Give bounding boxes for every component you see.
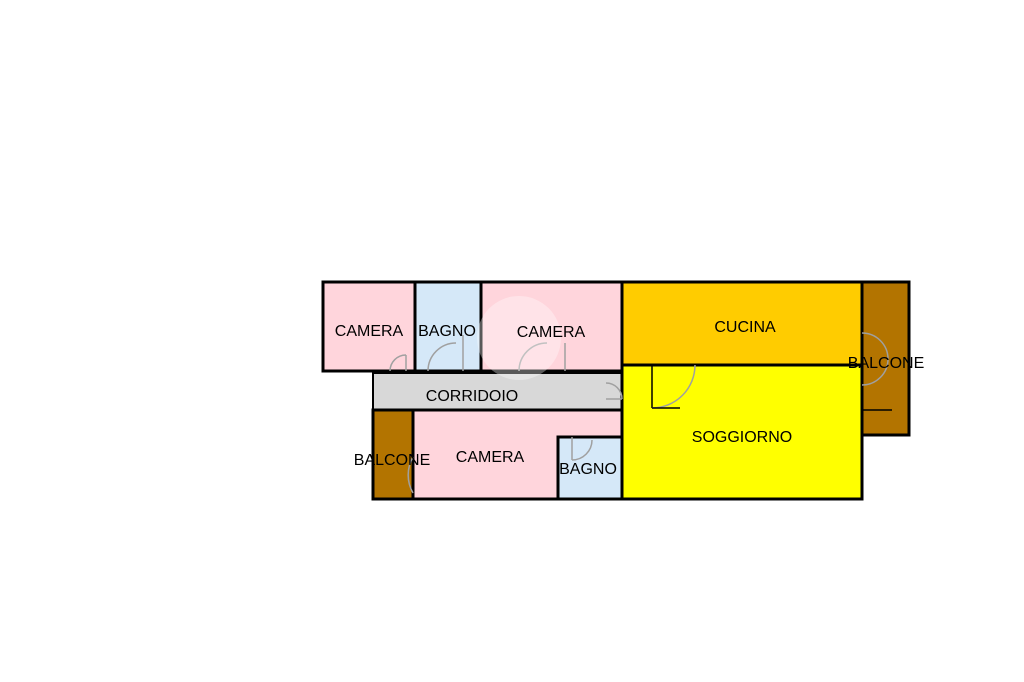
label-camera-bottom: CAMERA — [456, 449, 525, 466]
label-bagno-top: BAGNO — [418, 323, 476, 340]
label-balcone-right: BALCONE — [848, 355, 924, 372]
label-soggiorno: SOGGIORNO — [692, 429, 792, 446]
watermark-circle — [477, 296, 561, 380]
label-balcone-left: BALCONE — [354, 452, 430, 469]
room-bagno-top — [413, 280, 483, 373]
door-swings — [389, 332, 892, 494]
room-camera-top-left — [321, 280, 417, 373]
label-camera-top-middle: CAMERA — [517, 324, 586, 341]
label-cucina: CUCINA — [714, 319, 776, 336]
room-balcone-left — [371, 408, 415, 501]
room-camera-top-middle — [479, 280, 624, 373]
label-bagno-bottom: BAGNO — [559, 461, 617, 478]
label-camera-top-left: CAMERA — [335, 323, 404, 340]
room-corridoio — [372, 372, 623, 411]
room-soggiorno — [620, 363, 864, 501]
label-corridoio: CORRIDOIO — [426, 388, 518, 405]
